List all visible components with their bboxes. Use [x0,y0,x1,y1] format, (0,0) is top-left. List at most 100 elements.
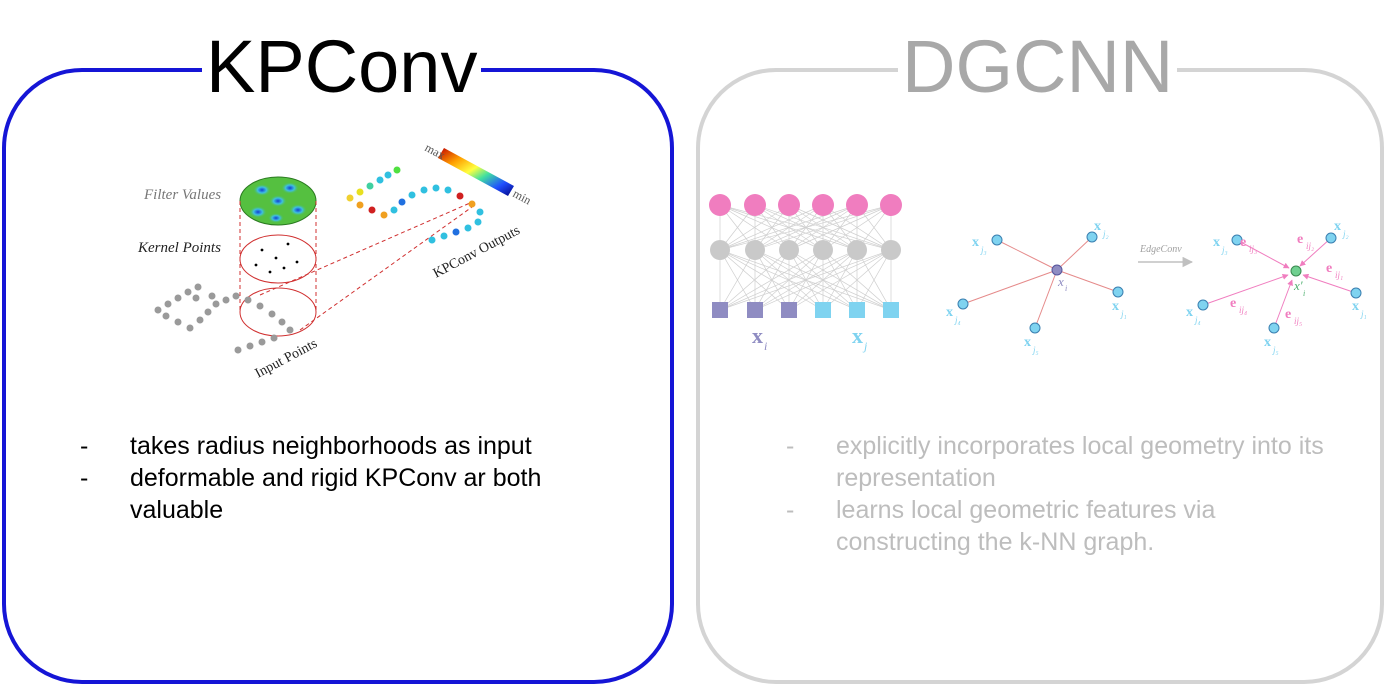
network-edge [719,249,858,311]
svg-text:x: x [946,305,953,320]
svg-text:x: x [972,235,979,250]
network-input-node [747,302,763,318]
network-edge [719,249,756,311]
colour-scale-bar [438,148,514,196]
network-edge [719,204,790,251]
svg-text:j₄: j₄ [954,315,961,325]
network-xj-label: x [852,323,863,348]
knn-graph: x x x x x j₃ j₂ j₁ j₄ j₅ x i [946,219,1127,355]
svg-text:x: x [1057,274,1064,289]
network-output-node [744,194,766,216]
network-hidden-node [779,240,799,260]
network-input-node [849,302,865,318]
network-edge [856,249,892,311]
graph-node [1112,286,1124,298]
network-hidden-node [745,240,765,260]
kpconv-title: KPConv [202,28,482,106]
svg-text:x: x [1094,219,1101,234]
dgcnn-network-diagram: x i x j [709,194,902,353]
edgeconv-arrow: EdgeConv [1138,244,1194,268]
graph-node [1325,232,1337,244]
graph-output-node [1290,265,1302,277]
network-output-node [812,194,834,216]
edgeconv-graph: x x x x x j₃ j₂ j₁ j₄ j₅ e e e e e ij₃ i… [1186,219,1367,355]
network-edge [754,249,892,311]
network-edge [822,204,892,251]
network-edge [719,249,892,311]
svg-text:j₄: j₄ [1194,315,1201,325]
graph-node [957,298,969,310]
dgcnn-bullet-list: -explicitly incorporates local geometry … [786,430,1346,558]
graph-node [1268,322,1280,334]
svg-text:x: x [1264,335,1271,350]
dgcnn-bullet: -explicitly incorporates local geometry … [786,432,1324,492]
network-output-node [846,194,868,216]
network-xj-sub: j [862,339,868,353]
input-points-disk [239,287,317,337]
network-output-node [880,194,902,216]
network-edge [788,204,892,251]
network-input-node [781,302,797,318]
svg-text:x: x [1186,305,1193,320]
svg-text:e: e [1285,307,1291,322]
svg-text:j₃: j₃ [1221,245,1228,255]
svg-text:j₂: j₂ [1342,229,1349,239]
svg-text:j₅: j₅ [1272,345,1279,355]
svg-text:ij₁: ij₁ [1335,270,1343,280]
svg-text:x: x [1352,299,1359,314]
filter-values-label: Filter Values [143,187,221,203]
kpconv-bullet: -takes radius neighborhoods as input [80,432,532,460]
svg-text:e: e [1297,232,1303,247]
network-hidden-node [847,240,867,260]
kpconv-bullet-list: -takes radius neighborhoods as input -de… [80,430,620,526]
svg-text:e: e [1326,261,1332,276]
svg-text:i: i [1065,284,1067,293]
kernel-points-label: Kernel Points [137,240,221,256]
network-output-node [709,194,731,216]
svg-text:j₁: j₁ [1360,309,1367,319]
network-output-node [778,194,800,216]
svg-text:x: x [1334,219,1341,234]
graph-node [1350,287,1362,299]
svg-text:ij₄: ij₄ [1239,305,1247,315]
svg-text:x′: x′ [1293,278,1303,293]
svg-text:ij₃: ij₃ [1249,244,1257,254]
svg-text:x: x [1213,235,1220,250]
graph-node [1086,231,1098,243]
network-edge [719,204,858,251]
graph-node [1029,322,1041,334]
graph-node [1231,234,1243,246]
network-hidden-node [710,240,730,260]
svg-text:x: x [1024,335,1031,350]
kernel-points-disk [239,234,317,284]
graph-node [1197,299,1209,311]
network-edge [719,249,790,311]
network-edge [822,249,892,311]
network-input-node [883,302,899,318]
network-edge [788,249,892,311]
graph-center-node [1051,264,1063,276]
svg-text:ij₂: ij₂ [1306,241,1314,251]
network-edge [719,204,824,251]
dgcnn-title: DGCNN [898,28,1178,106]
kpconv-bullet: -deformable and rigid KPConv ar both val… [80,464,542,524]
svg-text:e: e [1240,235,1246,250]
svg-text:x: x [1112,299,1119,314]
svg-text:j₃: j₃ [980,245,987,255]
graph-node [991,234,1003,246]
svg-text:j₁: j₁ [1120,309,1127,319]
svg-text:ij₅: ij₅ [1294,316,1302,326]
kpconv-outputs-label: KPConv Outputs [431,223,523,281]
network-xi-sub: i [764,339,767,353]
network-input-node [815,302,831,318]
network-input-node [712,302,728,318]
scale-min-label: min [511,186,534,207]
svg-text:i: i [1303,289,1305,298]
network-edge [719,249,824,311]
network-edge [754,204,892,251]
dgcnn-bullet: -learns local geometric features via con… [786,496,1216,556]
svg-text:e: e [1230,296,1236,311]
edgeconv-label: EdgeConv [1139,244,1182,255]
svg-text:j₂: j₂ [1102,229,1109,239]
